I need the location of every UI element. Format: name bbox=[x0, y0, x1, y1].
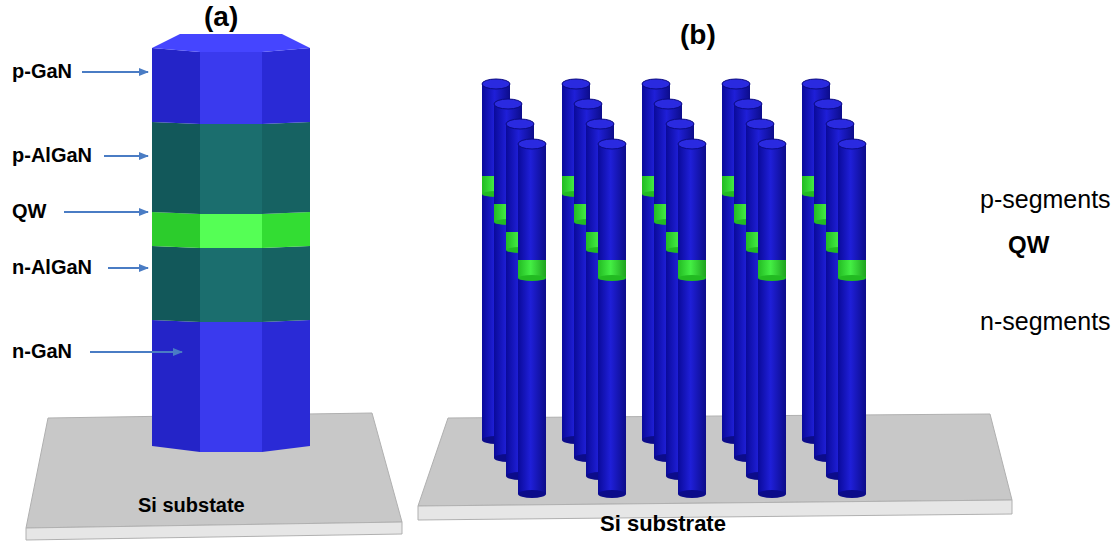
nanowire-part bbox=[518, 490, 546, 498]
substrate-label: Si substrate bbox=[600, 512, 726, 536]
nanowire-part bbox=[826, 119, 854, 129]
nanowire-part bbox=[678, 139, 706, 149]
nanowire-part bbox=[746, 119, 774, 129]
nanowire-part bbox=[678, 490, 706, 498]
nanowire-part bbox=[758, 490, 786, 498]
nanowire-part bbox=[586, 119, 614, 129]
nanowire-part bbox=[814, 99, 842, 109]
nanowire-part bbox=[562, 79, 590, 89]
nanowire-part bbox=[598, 490, 626, 498]
nanowire-part bbox=[758, 144, 786, 494]
panel-label: (b) bbox=[680, 20, 716, 51]
nanowire-part bbox=[666, 119, 694, 129]
nanowire-part bbox=[734, 99, 762, 109]
nanowire-part bbox=[654, 99, 682, 109]
nanowire-part bbox=[678, 275, 706, 281]
leader-arrows bbox=[64, 72, 182, 352]
nanowire-part bbox=[598, 275, 626, 281]
nanowire-part bbox=[518, 275, 546, 281]
nanowire-part bbox=[494, 99, 522, 109]
nanowire-part bbox=[598, 144, 626, 494]
nanowire-part bbox=[838, 275, 866, 281]
nanowire-a bbox=[152, 34, 310, 452]
layer-label: p-GaN bbox=[12, 60, 72, 82]
nanowire-part bbox=[722, 79, 750, 89]
nanowire-part bbox=[838, 490, 866, 498]
nanowire-part bbox=[574, 99, 602, 109]
nanowire-part bbox=[838, 139, 866, 149]
nanowire-part bbox=[758, 275, 786, 281]
nanowire-part bbox=[802, 79, 830, 89]
layer-label: n-GaN bbox=[12, 340, 72, 362]
nanowire-part bbox=[678, 144, 706, 494]
nanowire-part bbox=[482, 79, 510, 89]
nanowire-part bbox=[758, 139, 786, 149]
panel-label: (a) bbox=[204, 2, 238, 33]
nanowire-part bbox=[506, 119, 534, 129]
layer-label: QW bbox=[12, 200, 46, 222]
layer-label: p-AlGaN bbox=[12, 144, 92, 166]
layer-label: n-AlGaN bbox=[12, 256, 92, 278]
segment-label: n-segments bbox=[980, 308, 1111, 336]
segment-label: QW bbox=[1008, 232, 1049, 258]
nanowire-part bbox=[838, 144, 866, 494]
nanowire-part bbox=[518, 144, 546, 494]
nanowire-part bbox=[642, 79, 670, 89]
segment-label: p-segments bbox=[980, 186, 1111, 214]
nanowire-part bbox=[598, 139, 626, 149]
substrate-label: Si substate bbox=[138, 494, 245, 516]
nanowire-array bbox=[482, 79, 866, 498]
nanowire-part bbox=[518, 139, 546, 149]
